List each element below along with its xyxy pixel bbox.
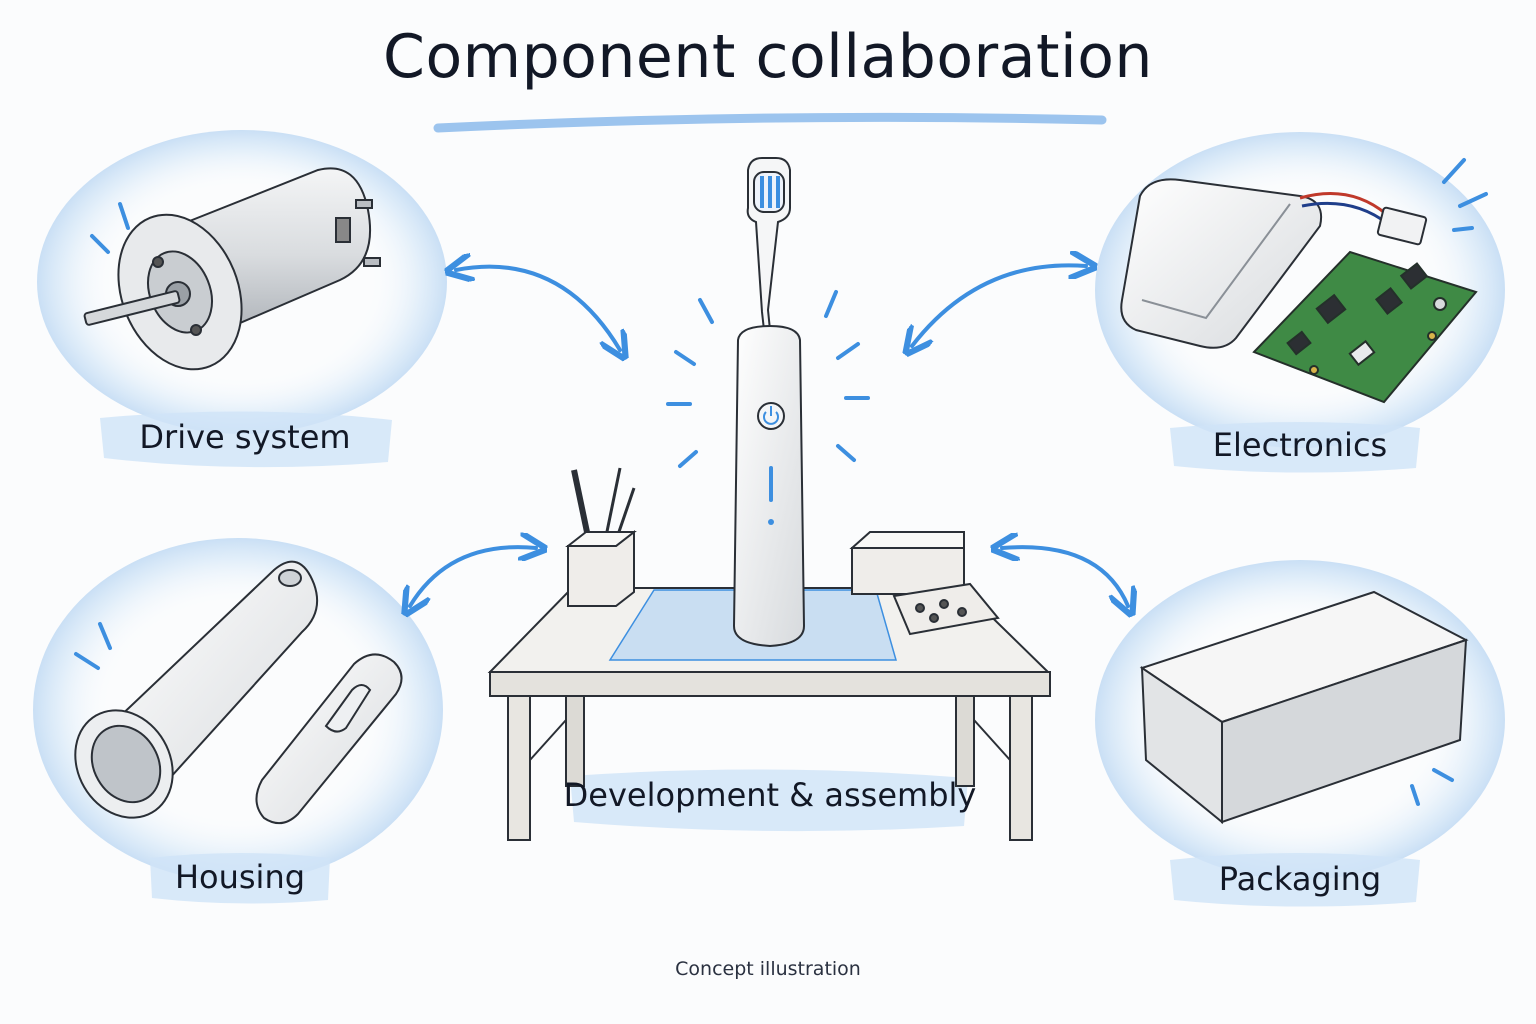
- label-drive-system: Drive system: [139, 418, 351, 456]
- battery-illustration: [1120, 178, 1428, 349]
- pcb-illustration: [1252, 250, 1478, 404]
- motor-illustration: [83, 167, 381, 371]
- label-packaging: Packaging: [1218, 860, 1382, 898]
- arrow-housing-center: [410, 547, 536, 606]
- label-electronics: Electronics: [1212, 426, 1388, 464]
- label-housing: Housing: [174, 858, 306, 896]
- label-development-assembly: Development & assembly: [563, 776, 977, 814]
- sparkle-marks: [74, 158, 1488, 806]
- page-title: Component collaboration: [383, 22, 1153, 92]
- arrow-drive-center: [456, 267, 620, 350]
- packaging-box-illustration: [1139, 590, 1469, 825]
- arrow-electronics-center: [912, 265, 1086, 346]
- packaging-label-wash: [1170, 853, 1420, 907]
- housing-label-wash: [150, 853, 330, 904]
- drive-label-wash: [100, 411, 392, 468]
- housing-tube-illustration: [74, 560, 318, 819]
- toothbrush-illustration: [732, 157, 806, 648]
- electronics-label-wash: [1170, 422, 1420, 473]
- parts-tray-illustration: [849, 531, 1000, 636]
- connection-arrows: [410, 265, 1128, 606]
- housing-cover-illustration: [255, 653, 403, 825]
- tool-cup-illustration: [565, 467, 637, 607]
- title-underline: [433, 112, 1107, 133]
- center-label-wash: [570, 769, 968, 832]
- arrow-packaging-center: [1002, 547, 1128, 606]
- caption: Concept illustration: [675, 958, 861, 980]
